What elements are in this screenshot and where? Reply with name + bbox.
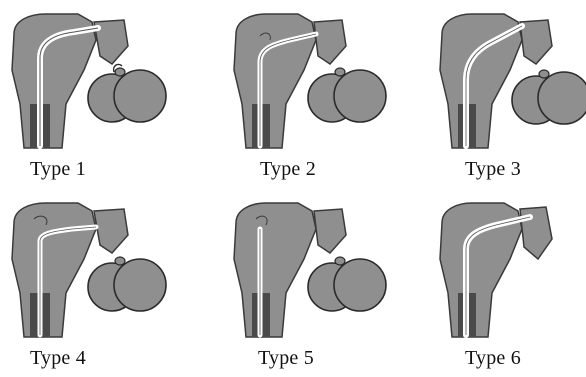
shoulder-diagram-type-6 bbox=[410, 189, 586, 339]
shoulder-diagram-type-2 bbox=[200, 0, 390, 150]
glenoid-sphere bbox=[308, 257, 386, 311]
glenoid-sphere bbox=[88, 257, 166, 311]
panel-type-2: Type 2 bbox=[200, 0, 390, 188]
caption-type-3: Type 3 bbox=[465, 158, 521, 181]
caption-type-6: Type 6 bbox=[465, 347, 521, 370]
shoulder-diagram-type-3 bbox=[410, 0, 586, 150]
panel-type-3: Type 3 bbox=[410, 0, 586, 188]
panel-type-6: Type 6 bbox=[410, 189, 586, 377]
caption-type-1: Type 1 bbox=[30, 158, 86, 181]
glenoid-sphere bbox=[512, 70, 586, 124]
panel-type-5: Type 5 bbox=[200, 189, 390, 377]
caption-type-5: Type 5 bbox=[258, 347, 314, 370]
panel-type-1: Type 1 bbox=[0, 0, 190, 188]
glenoid-sphere bbox=[88, 64, 166, 122]
caption-type-4: Type 4 bbox=[30, 347, 86, 370]
shoulder-diagram-type-5 bbox=[200, 189, 390, 339]
panel-type-4: Type 4 bbox=[0, 189, 190, 377]
shoulder-diagram-type-1 bbox=[0, 0, 190, 150]
caption-type-2: Type 2 bbox=[260, 158, 316, 181]
shoulder-diagram-type-4 bbox=[0, 189, 190, 339]
glenoid-sphere bbox=[308, 68, 386, 122]
